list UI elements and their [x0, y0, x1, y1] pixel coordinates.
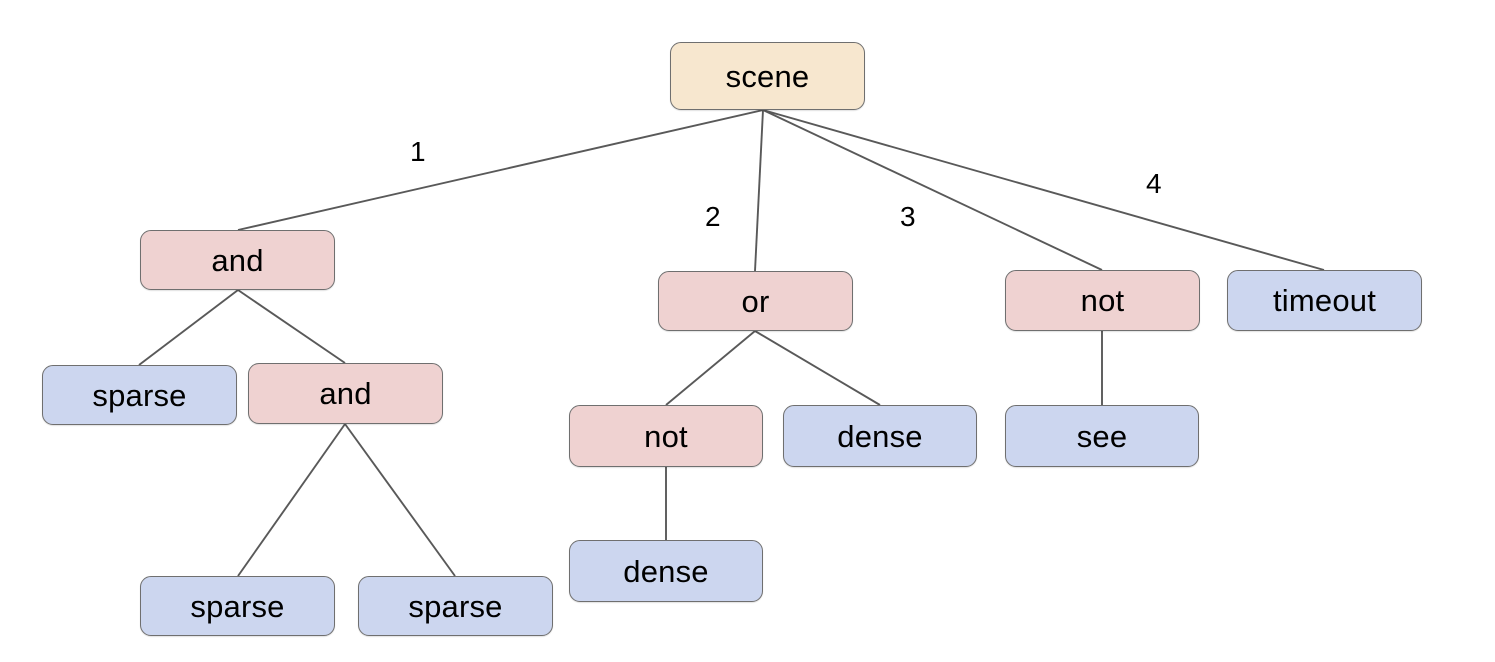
tree-node-sparse2[interactable]: sparse — [140, 576, 335, 636]
tree-node-not_m[interactable]: not — [569, 405, 763, 467]
edge-label: 4 — [1146, 168, 1162, 199]
edge-label: 2 — [705, 201, 721, 232]
tree-edge — [762, 109, 1325, 271]
tree-node-not_r[interactable]: not — [1005, 270, 1200, 331]
tree-node-and1[interactable]: and — [140, 230, 335, 290]
edge-label: 3 — [900, 201, 916, 232]
tree-node-and2[interactable]: and — [248, 363, 443, 424]
tree-node-scene[interactable]: scene — [670, 42, 865, 110]
tree-edge — [665, 330, 756, 406]
tree-edge — [237, 109, 764, 231]
tree-node-dense_r[interactable]: dense — [783, 405, 977, 467]
tree-edge — [754, 330, 881, 406]
tree-edge — [762, 109, 1103, 271]
tree-edge — [237, 289, 346, 364]
tree-node-dense_b[interactable]: dense — [569, 540, 763, 602]
tree-node-sparse1[interactable]: sparse — [42, 365, 237, 425]
tree-edge — [237, 423, 346, 577]
edge-label: 1 — [410, 136, 426, 167]
tree-node-timeout[interactable]: timeout — [1227, 270, 1422, 331]
tree-node-sparse3[interactable]: sparse — [358, 576, 553, 636]
tree-node-see[interactable]: see — [1005, 405, 1199, 467]
tree-edge — [344, 423, 456, 577]
tree-edge — [138, 289, 239, 366]
tree-node-or1[interactable]: or — [658, 271, 853, 331]
tree-edge — [754, 109, 764, 272]
